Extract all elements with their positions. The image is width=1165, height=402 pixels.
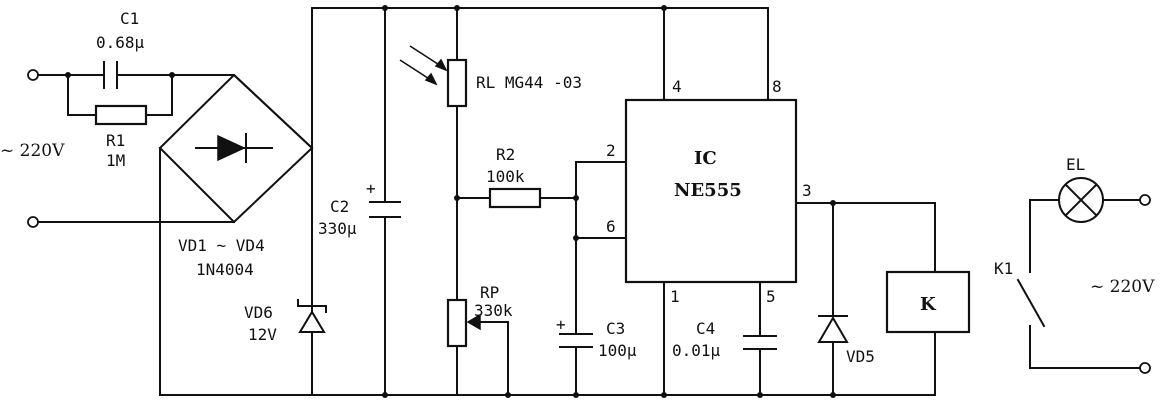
c3-label: C3 xyxy=(606,319,625,338)
c2-label: C2 xyxy=(330,197,349,216)
bridge-part: 1N4004 xyxy=(196,260,254,279)
trigger-threshold-node xyxy=(573,161,627,321)
el-label: EL xyxy=(1066,155,1085,174)
vd6-value: 12V xyxy=(248,325,277,344)
c4-value: 0.01μ xyxy=(672,341,721,360)
supply-rails xyxy=(159,7,936,396)
pin-5-label: 5 xyxy=(766,287,776,306)
r2-value: 100k xyxy=(486,167,525,186)
rp-label: RP xyxy=(480,283,499,302)
pin-8-label: 8 xyxy=(772,77,782,96)
relay-coil-k xyxy=(885,270,971,396)
r1-label: R1 xyxy=(106,131,125,150)
ic-label: IC xyxy=(694,148,717,169)
c1-r1-network xyxy=(37,61,314,150)
pin-1-label: 1 xyxy=(670,287,680,306)
pin-4-label: 4 xyxy=(672,77,682,96)
c3-value: 100μ xyxy=(598,341,637,360)
rp-value: 330k xyxy=(474,301,513,320)
pin-6-label: 6 xyxy=(606,217,616,236)
vd6-zener-diode xyxy=(297,147,327,396)
bridge-label: VD1 ~ VD4 xyxy=(178,236,265,255)
potentiometer-rp xyxy=(446,298,511,398)
c1-value: 0.68μ xyxy=(96,33,145,52)
c2-value: 330μ xyxy=(318,219,357,238)
vd6-label: VD6 xyxy=(244,303,273,322)
pin-2-label: 2 xyxy=(606,141,616,160)
relay-label: K xyxy=(920,294,937,315)
ic-part: NE555 xyxy=(674,180,742,201)
c3-plus: + xyxy=(556,315,566,334)
r2-label: R2 xyxy=(496,145,515,164)
pin-3-label: 3 xyxy=(802,181,812,200)
photoresistor-rl xyxy=(399,5,468,396)
c4-label: C4 xyxy=(696,319,715,338)
c1-label: C1 xyxy=(120,9,139,28)
r2-resistor xyxy=(456,187,577,209)
c3-capacitor xyxy=(559,319,593,398)
c2-plus: + xyxy=(366,179,376,198)
labels: C1 0.68μ R1 1M ~ 220V VD1 ~ VD4 1N4004 V… xyxy=(0,9,1155,366)
vd5-diode xyxy=(817,202,849,398)
r1-value: 1M xyxy=(106,151,125,170)
vd5-label: VD5 xyxy=(846,347,875,366)
bridge-rectifier xyxy=(37,73,314,396)
k1-label: K1 xyxy=(994,259,1013,278)
lamp-el xyxy=(1058,177,1104,223)
input-terminal-top xyxy=(27,69,39,81)
ac-output-label: ~ 220V xyxy=(1090,277,1155,297)
rl-label: RL MG44 -03 xyxy=(476,73,582,92)
ne555-ic xyxy=(624,5,936,398)
load-circuit xyxy=(1016,194,1151,374)
c2-capacitor xyxy=(369,5,401,398)
ac-input-label: ~ 220V xyxy=(0,141,65,161)
input-terminal-bottom xyxy=(27,216,39,228)
